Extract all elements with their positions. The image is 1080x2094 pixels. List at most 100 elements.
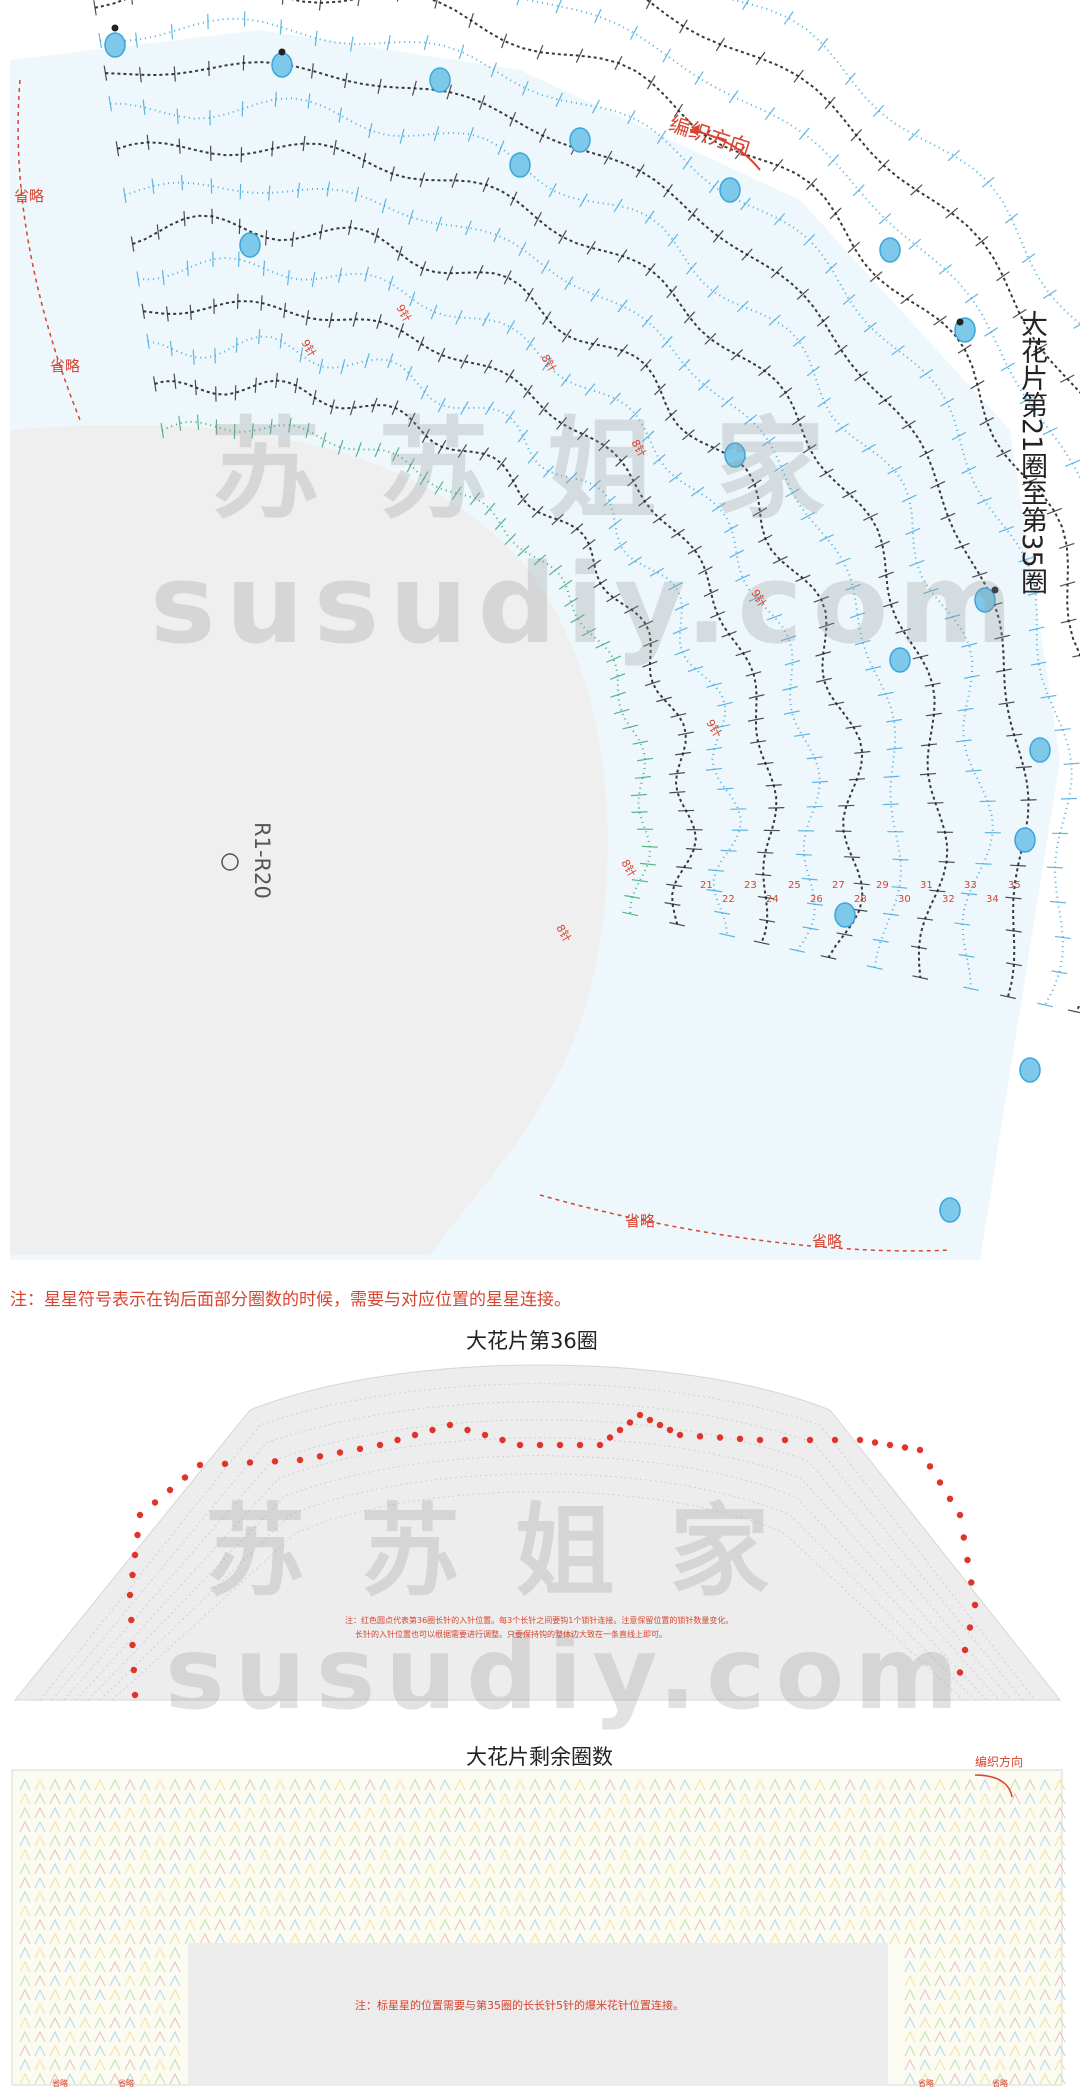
stitch-mark [314,30,318,47]
stitch-v [544,1834,556,1847]
stitch-v [169,2072,181,2085]
stitch-mark [269,419,273,435]
stitch-v [394,1918,406,1931]
stitch-v [184,1932,196,1945]
stitch-v [799,1918,811,1931]
stitch-v [349,1876,361,1889]
stitch-mark [281,0,284,5]
stitch-v [1054,1904,1066,1917]
stitch-mark [1015,766,1032,769]
stitch-v [934,2002,946,2015]
stitch-v [799,1876,811,1889]
stitch-v [574,1806,586,1819]
stitch-v [334,1834,346,1847]
stitch-v [949,2002,961,2015]
stitch-v [124,1820,136,1833]
stitch-v [979,1974,991,1987]
stitch-v [964,1876,976,1889]
stitch-v [1039,1862,1051,1875]
stitch-v [754,1890,766,1903]
stitch-mark [1054,935,1071,940]
stitch-v [619,1918,631,1931]
stitch-v [169,1778,181,1791]
stitch-mark [312,390,317,406]
stitch-v [49,1834,61,1847]
stitch-v [844,1834,856,1847]
stitch-mark [844,72,856,86]
stitch-v [619,1834,631,1847]
stitch-mark [758,365,771,377]
stitch-mark [944,614,961,620]
stitch-v [844,1792,856,1805]
stitch-mark [869,271,883,283]
stitch-v [154,1960,166,1973]
stitch-v [574,1778,586,1791]
stitch-v [259,1778,271,1791]
stitch-v [124,1848,136,1861]
stitch-mark [161,269,165,286]
stitch-v [64,1834,76,1847]
stitch-mark [919,368,934,379]
stitch-mark [741,248,753,261]
stitch-v [904,1792,916,1805]
stitch-v [529,1792,541,1805]
round36-dot [960,1534,967,1541]
stitch-mark [757,851,774,854]
stitch-v [1054,1946,1066,1959]
direction-label-2: 编织方向 [975,1755,1024,1769]
stitch-mark [476,264,484,280]
stitch-mark [678,358,691,371]
stitch-mark [912,975,929,980]
stitch-v [349,1834,361,1847]
stitch-mark [479,95,486,111]
stitch-mark [561,329,572,343]
stitch-v [1024,1848,1036,1861]
round36-dot [134,1531,141,1539]
stitch-v [874,1904,886,1917]
stitch-v [49,1960,61,1973]
stitch-v [574,1792,586,1805]
stitch-v [889,1834,901,1847]
stitch-v [964,1988,976,2001]
stitch-v [244,1876,256,1889]
stitch-mark [905,527,921,536]
stitch-v [1024,1862,1036,1875]
stitch-v [1024,1974,1036,1987]
stitch-v [904,1778,916,1791]
stitch-v [394,1820,406,1833]
stitch-v [1009,1904,1021,1917]
stitch-v [964,1862,976,1875]
omit-label-b: 省略 [118,2079,134,2088]
stitch-v [904,2002,916,2015]
stitch-v [409,1778,421,1791]
stitch-v [379,1820,391,1833]
stitch-v [364,1932,376,1945]
stitch-v [979,1834,991,1847]
stitch-v [394,1904,406,1917]
stitch-mark [720,849,737,852]
stitch-mark [286,269,290,286]
stitch-mark [811,780,829,784]
stitch-v [19,1932,31,1945]
stitch-mark [136,271,140,287]
stitch-v [724,1876,736,1889]
stitch-v [94,2030,106,2043]
stitch-mark [674,648,690,656]
stitch-mark [460,354,469,369]
stitch-mark [103,65,108,81]
stitch-v [184,1918,196,1931]
stitch-v [469,1904,481,1917]
stitch-mark [842,293,856,305]
stitch-v [64,2044,76,2057]
stitch-v [94,2072,106,2085]
round36-dot [606,1434,614,1441]
stitch-v [424,1834,436,1847]
stitch-v [199,1848,211,1861]
stitch-v [274,1778,286,1791]
round36-dot [446,1421,454,1429]
stitch-v [859,1778,871,1791]
stitch-v [424,1778,436,1791]
stitch-mark [1018,556,1034,563]
stitch-v [889,1806,901,1819]
stitch-mark [108,96,113,112]
